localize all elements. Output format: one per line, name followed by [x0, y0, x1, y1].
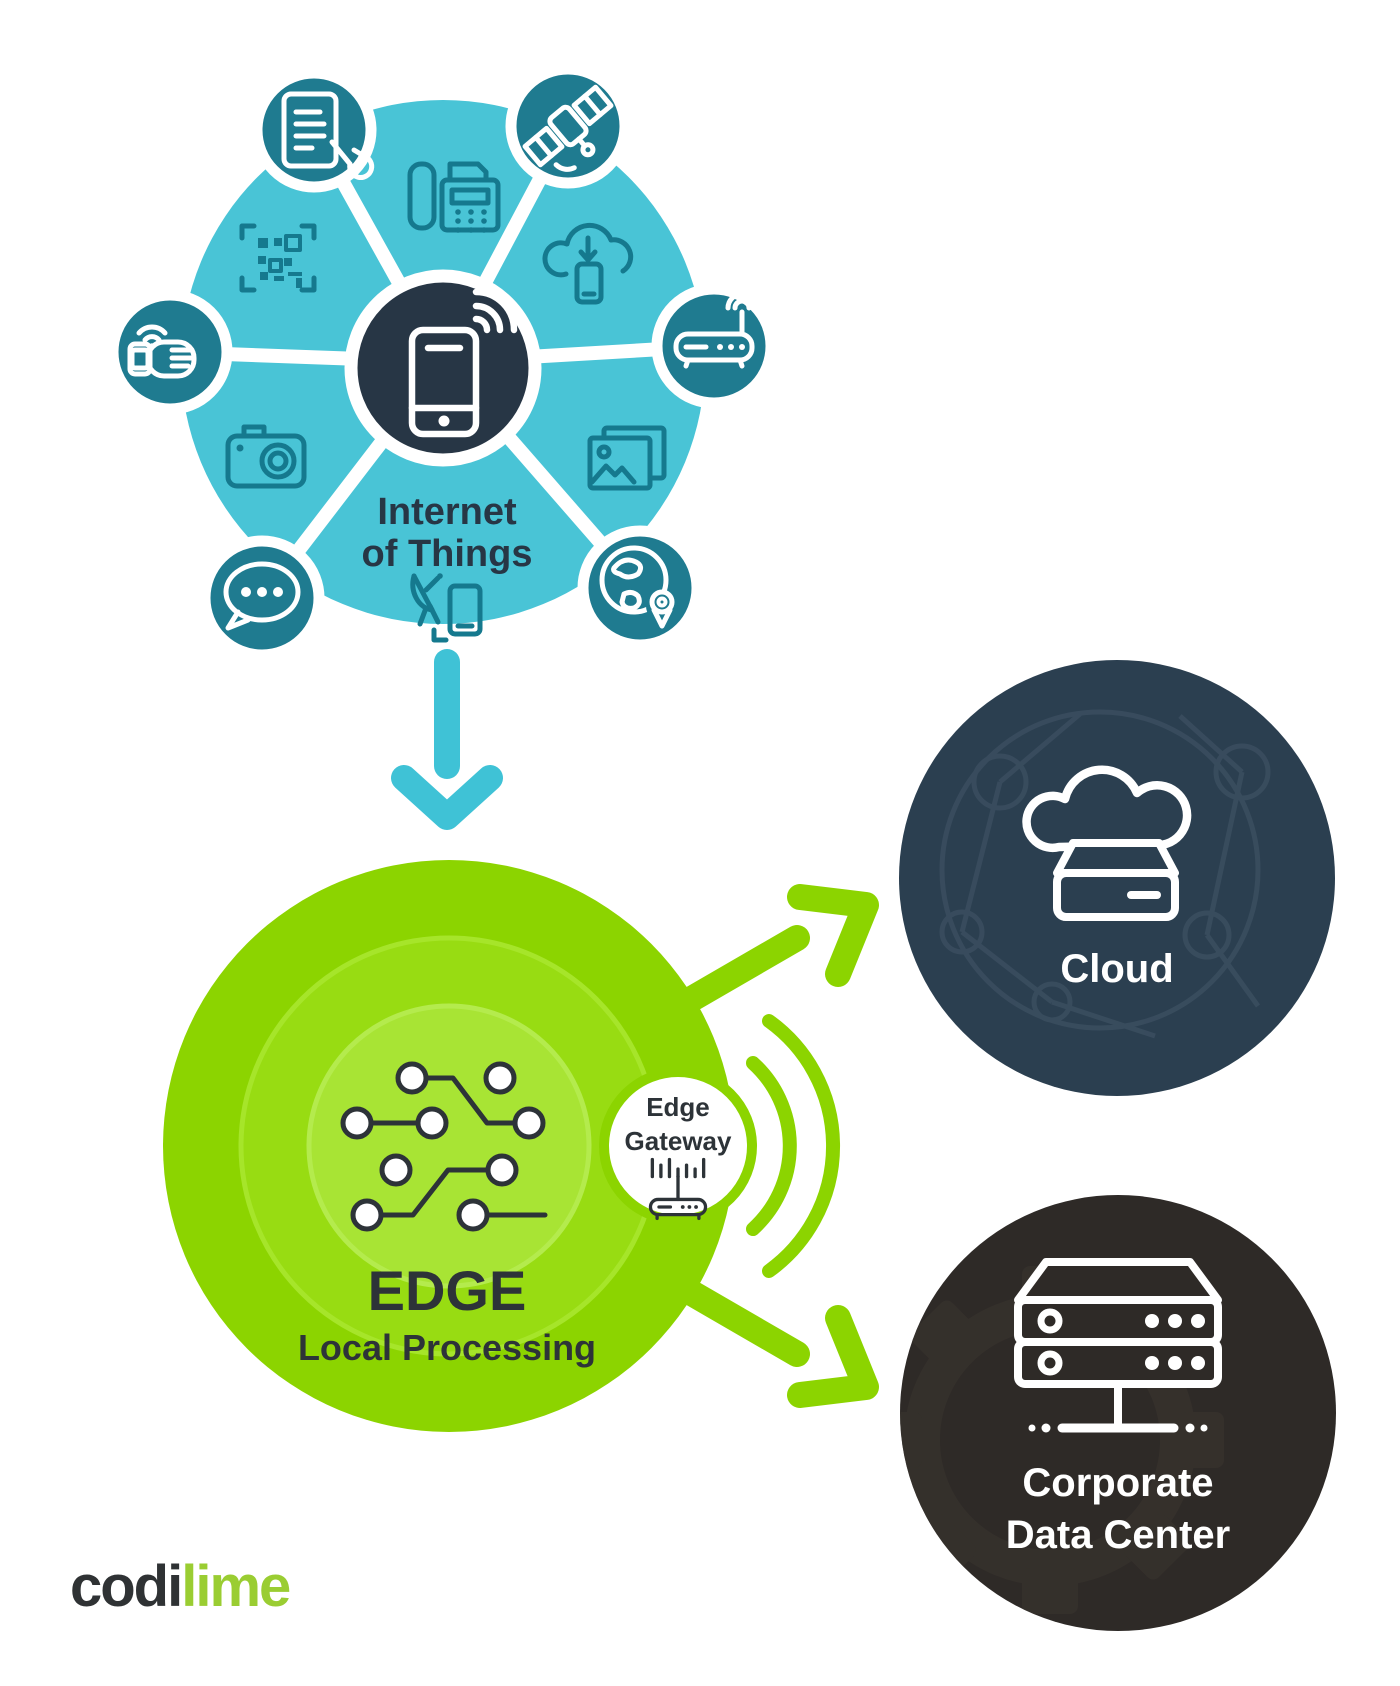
cloud-group: Cloud [899, 660, 1335, 1096]
edge-to-datacenter-arrow [639, 1257, 879, 1408]
gateway-label-line2: Gateway [625, 1126, 732, 1156]
photos-icon [587, 425, 667, 491]
device-chat [199, 535, 325, 661]
qr-code-icon [239, 223, 317, 293]
fax-phone-icon [407, 161, 501, 233]
cloud-label: Cloud [1060, 947, 1173, 991]
globe-location-icon [599, 545, 678, 629]
smartwatch-icon [127, 324, 197, 379]
cloud-storage-icon [1022, 765, 1192, 921]
iot-center-circle [344, 269, 542, 467]
gateway-signal-arc-inner [746, 1056, 797, 1236]
device-globe [577, 525, 703, 651]
modem-router-icon [648, 1157, 708, 1221]
gateway-group: Edge Gateway [599, 1014, 840, 1278]
device-tablet [251, 67, 377, 193]
iot-title-line2: of Things [362, 533, 533, 575]
iot-center [344, 269, 542, 467]
tablet-hand-icon [281, 91, 375, 180]
edge-subtitle: Local Processing [298, 1327, 596, 1368]
camera-icon [225, 424, 307, 489]
datacenter-group: Corporate Data Center [900, 1195, 1336, 1631]
svg-text:codilime: codilime [70, 1554, 290, 1619]
circuit-nodes-icon [340, 1061, 548, 1232]
edge-circle-group: EDGE Local Processing [163, 860, 735, 1432]
logo-part-lime: lime [181, 1554, 290, 1619]
device-satellite [505, 63, 631, 189]
gateway-signal-arc-outer [762, 1014, 840, 1278]
server-rack-icon [1014, 1258, 1222, 1433]
cloud-network-pattern [939, 709, 1271, 1039]
iot-cluster: Internet of Things [107, 63, 777, 661]
edge-ring-inner [306, 1003, 592, 1289]
iot-title-line1: Internet [377, 491, 517, 533]
chat-bubble-icon [223, 561, 301, 631]
gateway-label-line1: Edge [646, 1092, 710, 1122]
device-smartwatch [107, 289, 233, 415]
cloud-download-icon [542, 222, 634, 305]
satellite-dish-phone-icon [410, 573, 483, 643]
edge-title: EDGE [368, 1259, 527, 1322]
satellite-icon [522, 84, 614, 172]
datacenter-label-line2: Data Center [1006, 1513, 1231, 1557]
gateway-circle [599, 1067, 757, 1225]
datacenter-label-line1: Corporate [1022, 1461, 1213, 1505]
iot-to-edge-arrow [391, 649, 503, 830]
wifi-router-icon [673, 291, 759, 369]
device-router [651, 283, 777, 409]
edge-to-cloud-arrow [639, 884, 879, 1035]
logo-part-codi: codi [70, 1554, 181, 1619]
smartphone-wifi-icon [408, 288, 518, 438]
codilime-logo: codilime [70, 1554, 292, 1619]
